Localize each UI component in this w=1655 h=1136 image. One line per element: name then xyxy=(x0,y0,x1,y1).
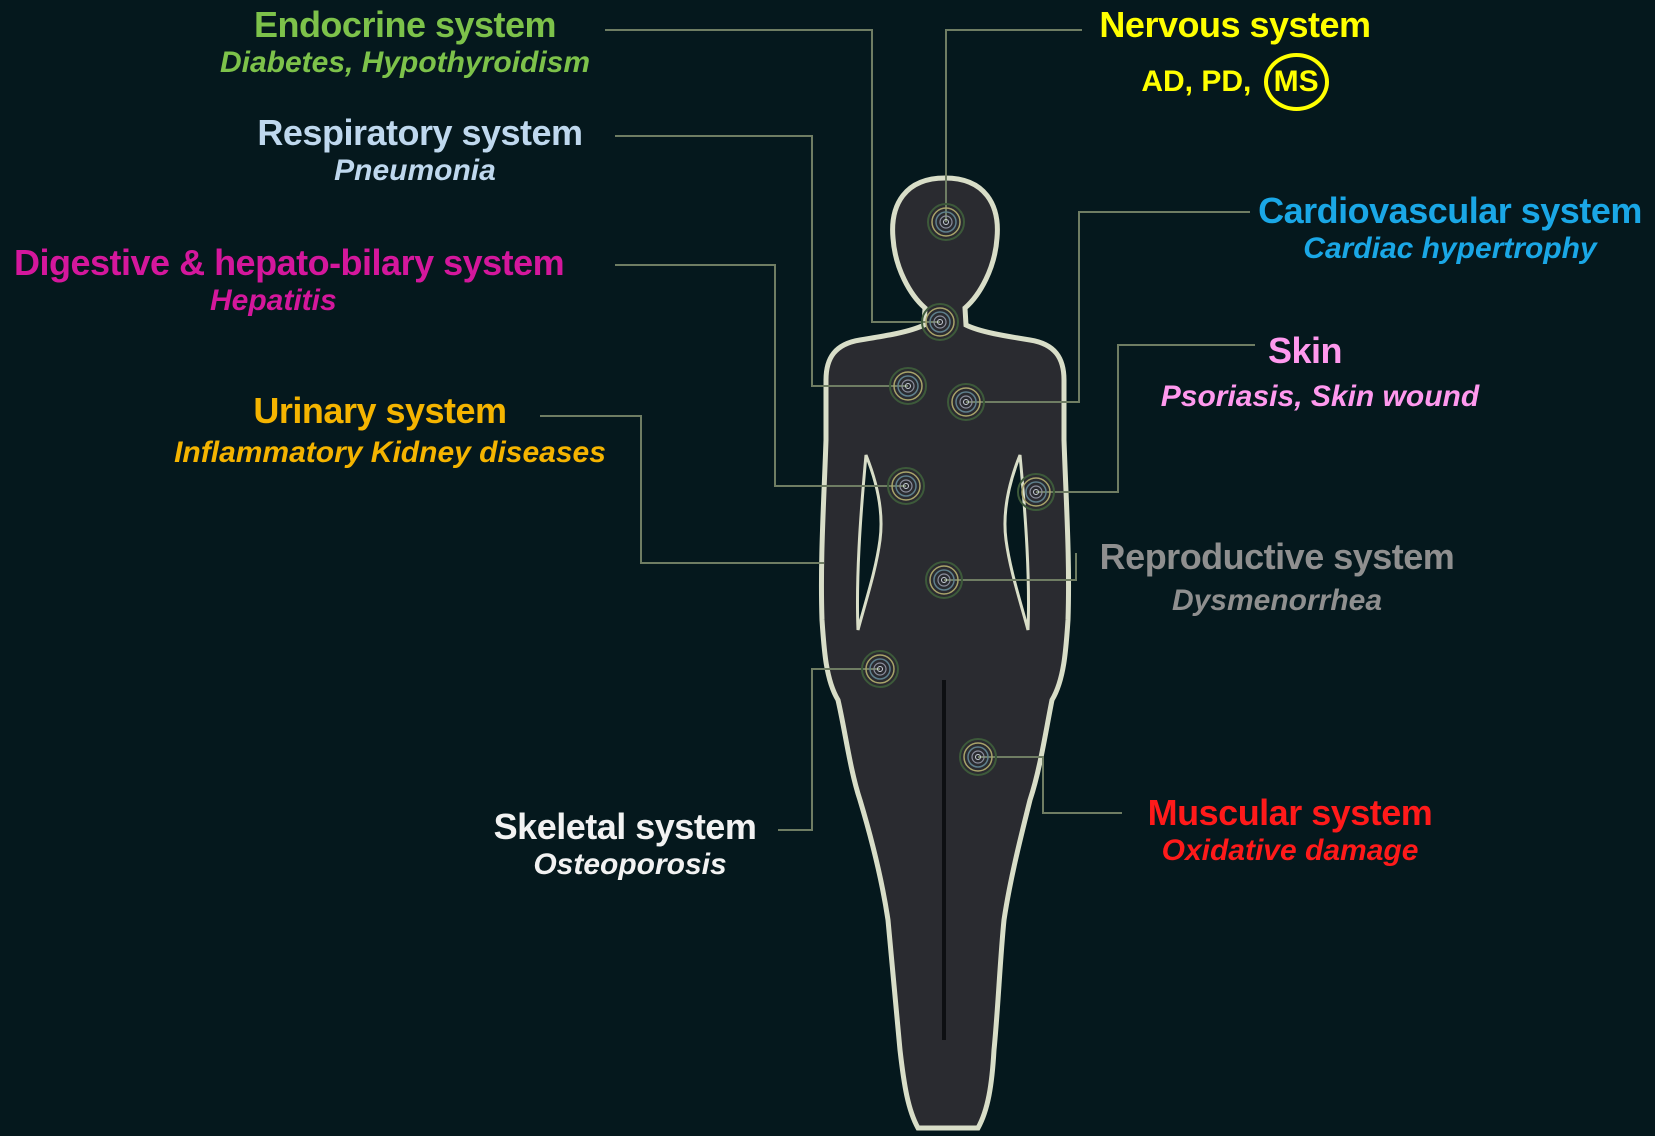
urinary-system-name: Urinary system xyxy=(140,390,620,431)
connector-endocrine xyxy=(605,30,940,322)
muscular-label: Muscular system Oxidative damage xyxy=(1130,792,1450,869)
digestive-system-name: Digestive & hepato-bilary system xyxy=(14,242,614,283)
nervous-system-name: Nervous system xyxy=(1080,4,1390,45)
cardiovascular-label: Cardiovascular system Cardiac hypertroph… xyxy=(1252,190,1648,267)
skin-disease: Psoriasis, Skin wound xyxy=(1150,379,1490,415)
endocrine-system-name: Endocrine system xyxy=(200,4,610,45)
ms-highlight-circle: MS xyxy=(1264,53,1329,111)
digestive-label: Digestive & hepato-bilary system Hepatit… xyxy=(14,242,614,319)
nervous-label: Nervous system AD, PD, MS xyxy=(1080,4,1390,111)
digestive-disease: Hepatitis xyxy=(210,283,614,319)
muscular-disease: Oxidative damage xyxy=(1130,833,1450,869)
reproductive-disease: Dysmenorrhea xyxy=(1082,583,1472,619)
respiratory-label: Respiratory system Pneumonia xyxy=(220,112,620,189)
nervous-disease: AD, PD, MS xyxy=(1080,53,1390,111)
skin-label: Skin Psoriasis, Skin wound xyxy=(1150,330,1490,415)
reproductive-label: Reproductive system Dysmenorrhea xyxy=(1082,536,1472,619)
urinary-label: Urinary system Inflammatory Kidney disea… xyxy=(160,390,620,471)
endocrine-disease: Diabetes, Hypothyroidism xyxy=(200,45,610,81)
skeletal-system-name: Skeletal system xyxy=(460,806,790,847)
skin-system-name: Skin xyxy=(1120,330,1490,371)
endocrine-label: Endocrine system Diabetes, Hypothyroidis… xyxy=(200,4,610,81)
urinary-disease: Inflammatory Kidney diseases xyxy=(160,435,620,471)
skeletal-label: Skeletal system Osteoporosis xyxy=(470,806,790,883)
cardiovascular-system-name: Cardiovascular system xyxy=(1252,190,1648,231)
skeletal-disease: Osteoporosis xyxy=(470,847,790,883)
nervous-disease-list: AD, PD, xyxy=(1141,65,1251,98)
reproductive-system-name: Reproductive system xyxy=(1082,536,1472,577)
respiratory-system-name: Respiratory system xyxy=(220,112,620,153)
cardiovascular-disease: Cardiac hypertrophy xyxy=(1252,231,1648,267)
respiratory-disease: Pneumonia xyxy=(210,153,620,189)
muscular-system-name: Muscular system xyxy=(1130,792,1450,833)
